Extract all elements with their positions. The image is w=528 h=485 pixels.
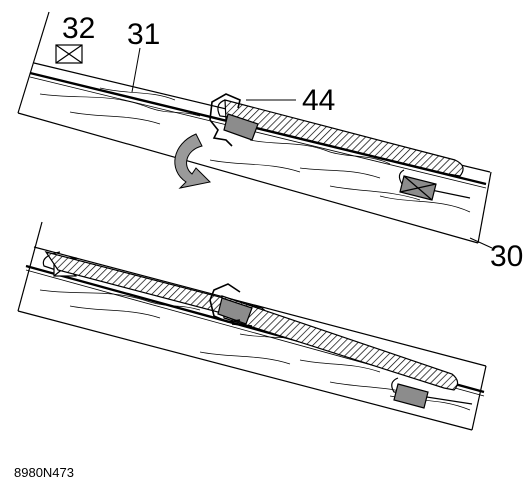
callout-32: 32 <box>62 12 96 45</box>
bottom-tile-right <box>221 295 459 391</box>
bottom-clip-block <box>217 297 253 325</box>
figure-code: 8980N473 <box>14 465 74 480</box>
top-right-batten <box>398 169 471 201</box>
batten-32 <box>55 44 83 64</box>
rotation-arrow-icon <box>174 133 212 189</box>
top-tile <box>224 99 464 177</box>
leader-31 <box>131 47 141 93</box>
bottom-right-batten <box>391 377 473 409</box>
bottom-board-upper-edge <box>33 246 487 367</box>
callout-31: 31 <box>127 18 161 51</box>
top-clip-block <box>223 113 259 141</box>
top-panel <box>17 11 493 249</box>
bottom-board-left-cut <box>17 221 43 312</box>
bottom-hook <box>209 283 253 327</box>
bottom-board-lower-edge <box>17 310 473 431</box>
bottom-panel <box>17 221 487 431</box>
bottom-board-right-cut <box>471 365 487 431</box>
callout-30: 30 <box>490 240 524 273</box>
top-board-lower-edge <box>17 112 479 244</box>
callout-44: 44 <box>302 84 336 117</box>
top-board-right-cut <box>477 171 492 244</box>
leader-30 <box>469 237 493 249</box>
top-wood-grain <box>39 87 471 213</box>
top-membrane-line-2 <box>29 76 487 189</box>
top-membrane-line <box>29 71 487 186</box>
bottom-wood-grain <box>39 279 471 411</box>
top-board-left-cut <box>17 11 50 114</box>
hook-44 <box>209 93 241 147</box>
